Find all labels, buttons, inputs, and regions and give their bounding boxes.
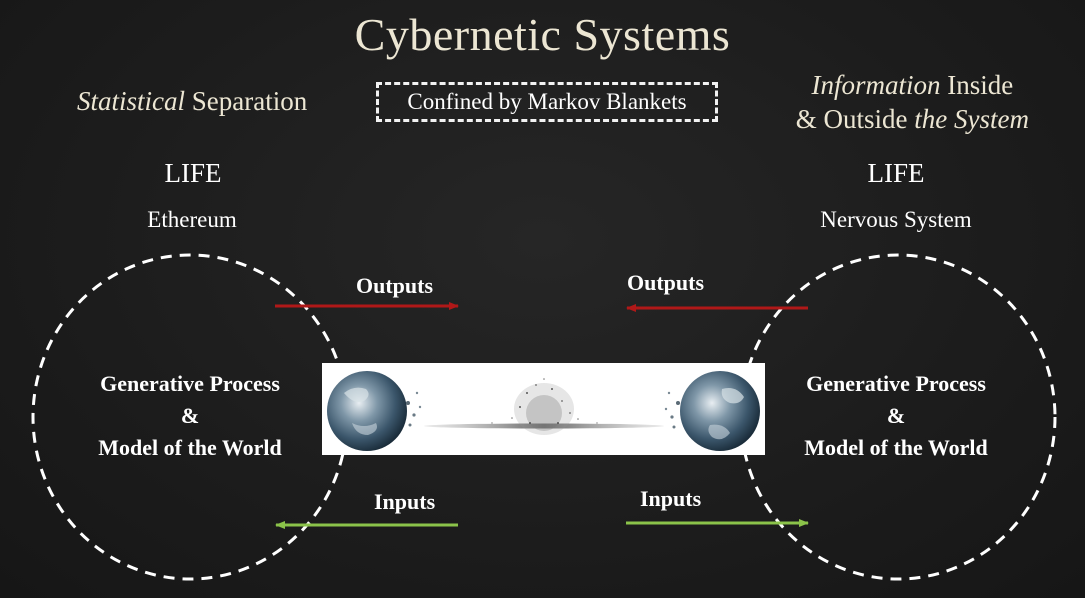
subtitle-right-line2-normal: & Outside — [795, 104, 915, 134]
markov-blanket-label: Confined by Markov Blankets — [407, 89, 687, 114]
subtitle-right-line1: Information Inside — [796, 68, 1029, 102]
model-text-left: Generative Process & Model of the World — [50, 368, 330, 464]
page-title: Cybernetic Systems — [354, 9, 731, 60]
outputs-label-right: Outputs — [627, 270, 705, 295]
subtitle-right-line1-italic: Information — [811, 70, 941, 100]
model-right-line2: & — [886, 403, 906, 428]
subtitle-left-italic: Statistical — [77, 86, 185, 116]
earth-globe-right-icon — [664, 371, 760, 451]
earth-particles-image — [322, 363, 765, 455]
outputs-label-left: Outputs — [356, 273, 434, 298]
subtitle-right-line2-italic: the System — [914, 104, 1029, 134]
subtitle-right-line1-normal: Inside — [940, 70, 1014, 100]
subtitle-left-normal: Separation — [185, 86, 308, 116]
inputs-label-left: Inputs — [374, 489, 436, 514]
life-label-left: LIFE — [164, 158, 222, 188]
model-left-line3: Model of the World — [98, 435, 282, 460]
life-label-right: LIFE — [867, 158, 925, 188]
particle-cloud-icon — [424, 378, 664, 435]
earth-particles-illustration — [327, 371, 760, 451]
subtitle-statistical-separation: Statistical Separation — [77, 86, 307, 117]
subtitle-information-inside-outside: Information Inside & Outside the System — [796, 68, 1029, 136]
system-name-ethereum: Ethereum — [147, 207, 237, 232]
system-name-nervous-system: Nervous System — [820, 207, 972, 232]
model-text-right: Generative Process & Model of the World — [756, 368, 1036, 464]
model-right-line1: Generative Process — [806, 371, 986, 396]
model-left-line2: & — [180, 403, 200, 428]
earth-globe-left-icon — [327, 371, 422, 451]
markov-blanket-box: Confined by Markov Blankets — [376, 82, 718, 122]
model-right-line3: Model of the World — [804, 435, 988, 460]
subtitle-right-line2: & Outside the System — [796, 102, 1029, 136]
inputs-label-right: Inputs — [640, 486, 702, 511]
model-left-line1: Generative Process — [100, 371, 280, 396]
